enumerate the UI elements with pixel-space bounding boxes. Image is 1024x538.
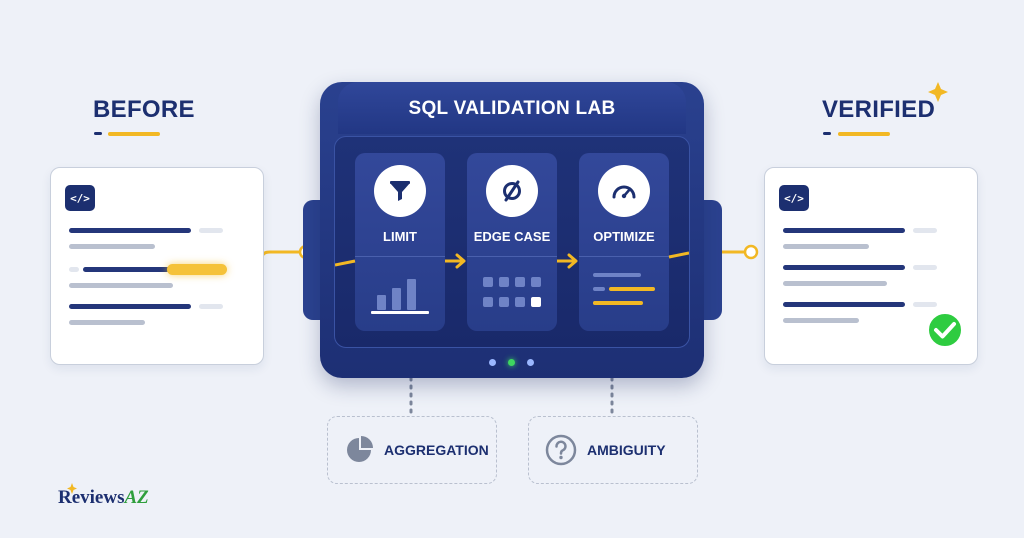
before-heading: BEFORE (93, 96, 195, 123)
checkmark-icon (927, 312, 963, 348)
code-line (783, 228, 905, 233)
machine-title: SQL VALIDATION LAB (408, 98, 616, 119)
status-light (527, 359, 534, 366)
sub-module-label: AMBIGUITY (587, 442, 666, 458)
code-line (913, 265, 937, 270)
sub-module-ambiguity: AMBIGUITY (528, 416, 698, 484)
code-line (69, 267, 79, 272)
code-line (913, 228, 937, 233)
question-mark-icon (545, 434, 577, 466)
bar-chart-icon (371, 279, 429, 314)
funnel-icon (374, 165, 426, 217)
code-line (199, 228, 223, 233)
module-divider (579, 256, 669, 257)
status-light (489, 359, 496, 366)
module-label: LIMIT (383, 229, 417, 244)
code-line (783, 281, 887, 286)
optimize-line (593, 287, 605, 291)
grid-icon (483, 277, 541, 307)
code-icon: </> (779, 185, 809, 211)
module-limit: LIMIT (355, 153, 445, 331)
gauge-icon (598, 165, 650, 217)
highlighted-code-line (167, 264, 227, 275)
verified-heading: VERIFIED (822, 96, 936, 123)
brand-logo: ReviewsAZ (58, 487, 149, 509)
machine-screen: LIMIT EDGE CASE (334, 136, 690, 348)
brand-accent: AZ (124, 487, 149, 508)
optimize-line-highlight (609, 287, 655, 291)
before-underline-dash (94, 132, 102, 135)
code-line (783, 265, 905, 270)
sub-module-aggregation: AGGREGATION (327, 416, 497, 484)
code-line (83, 267, 169, 272)
optimize-line (593, 273, 641, 277)
pie-chart-icon (347, 436, 373, 462)
module-label: OPTIMIZE (593, 229, 655, 244)
module-divider (467, 256, 557, 257)
code-line (783, 244, 869, 249)
validation-machine: SQL VALIDATION LAB LIMIT (320, 82, 704, 378)
brand-name: Reviews (58, 487, 125, 508)
sub-module-label: AGGREGATION (384, 442, 489, 458)
code-icon: </> (65, 185, 95, 211)
before-code-card: </> (50, 167, 264, 365)
verified-underline (838, 132, 890, 136)
code-line (913, 302, 937, 307)
code-line (69, 228, 191, 233)
verified-code-card: </> (764, 167, 978, 365)
module-edge-case: EDGE CASE (467, 153, 557, 331)
before-underline (108, 132, 160, 136)
code-line (69, 283, 173, 288)
code-line (783, 318, 859, 323)
status-light-active (508, 359, 515, 366)
code-line (69, 304, 191, 309)
machine-header: SQL VALIDATION LAB (338, 82, 686, 134)
module-label: EDGE CASE (473, 229, 551, 244)
code-line (69, 320, 145, 325)
code-line (69, 244, 155, 249)
empty-set-icon (486, 165, 538, 217)
verified-underline-dash (823, 132, 831, 135)
code-line (199, 304, 223, 309)
flow-arrows (335, 251, 689, 269)
module-optimize: OPTIMIZE (579, 153, 669, 331)
module-divider (355, 256, 445, 257)
code-line (783, 302, 905, 307)
optimize-line-highlight (593, 301, 643, 305)
